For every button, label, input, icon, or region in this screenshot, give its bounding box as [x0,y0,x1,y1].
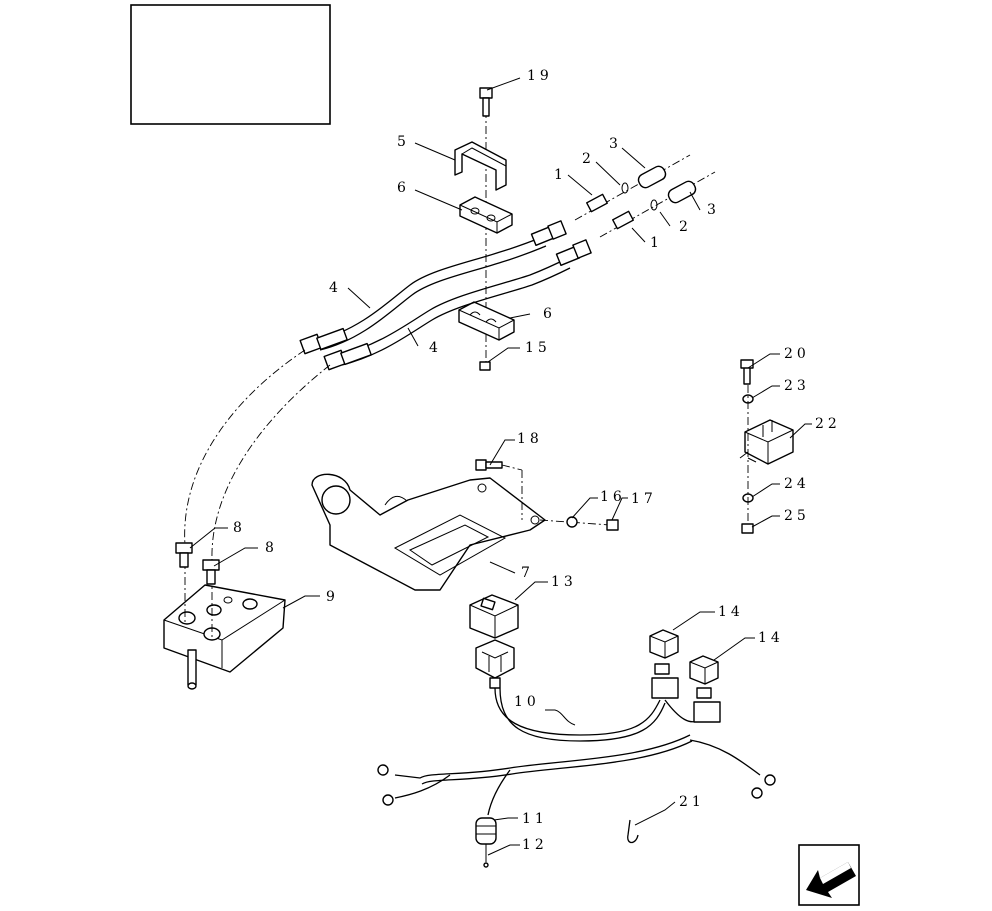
hose-end-right-lower [555,239,592,267]
callout-20: 20 [784,346,810,362]
callout-8-right: 8 [265,540,278,556]
clamp-block-6-upper [459,196,513,234]
fitting-8-right [202,559,220,585]
bolt-19 [479,87,493,117]
callout-23: 23 [784,378,810,394]
flasher-22 [739,359,794,534]
o-ring-2-upper [621,182,629,194]
hose-end-left-lower [323,342,372,371]
nut-17 [606,519,619,531]
callout-14-left: 14 [718,604,744,620]
callout-18: 18 [517,431,543,447]
coupler-3-upper [637,165,667,189]
callout-19: 19 [527,68,553,84]
title-box [130,4,331,125]
clamp-block-6-lower [458,301,515,341]
switch-13 [469,594,519,689]
callout-3-upper: 3 [609,136,622,152]
callouts: 19 5 6 4 4 6 15 1 2 3 1 2 3 20 23 22 18 … [233,68,841,853]
callout-2-upper: 2 [582,151,595,167]
callout-21: 21 [679,794,705,810]
callout-15: 15 [525,340,551,356]
adapter-1-lower [612,210,634,230]
bracket-7 [311,459,619,591]
callout-1-lower: 1 [650,235,663,251]
previous-arrow-icon[interactable] [798,844,860,906]
callout-8-left: 8 [233,520,246,536]
coupler-3-lower [667,180,697,204]
callout-16: 16 [600,489,626,505]
callout-13: 13 [551,574,577,590]
callout-17: 17 [631,491,657,507]
callout-6-upper: 6 [397,180,410,196]
hose-end-right-upper [530,220,567,247]
leader-lines [189,77,812,856]
callout-9: 9 [326,589,339,605]
callout-2-lower: 2 [679,219,692,235]
nut-15 [479,361,491,371]
hose-assembly [184,87,716,561]
fitting-8-left [175,542,193,568]
callout-1-upper: 1 [554,167,567,183]
harness-10 [377,677,776,816]
callout-3-lower: 3 [707,202,720,218]
clamp-cover-5 [454,141,507,191]
callout-4-upper: 4 [329,280,342,296]
callout-12: 12 [522,837,548,853]
callout-14-right: 14 [758,630,784,646]
valve-block-9 [163,545,286,690]
relay-14-right [689,655,719,699]
callout-10: 10 [514,694,540,710]
callout-5: 5 [397,134,410,150]
callout-22: 22 [815,416,841,432]
washer-16 [566,516,578,528]
callout-4-lower: 4 [429,340,442,356]
adapter-1-upper [586,193,608,213]
connector-11 [475,817,497,868]
o-ring-2-lower [650,199,658,211]
callout-6-lower: 6 [543,306,556,322]
callout-11: 11 [522,811,548,827]
relay-14-left [649,629,679,675]
hose-end-left-upper [299,327,348,355]
clip-21 [627,819,639,844]
callout-7: 7 [521,565,534,581]
callout-25: 25 [784,508,810,524]
callout-24: 24 [784,476,810,492]
